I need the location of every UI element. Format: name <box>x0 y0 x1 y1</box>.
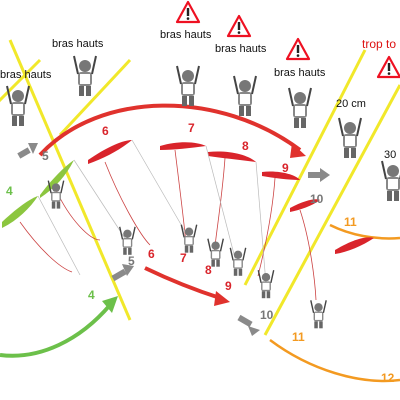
green-flow-arc <box>0 303 112 358</box>
label-distance-20: 20 cm <box>336 98 366 110</box>
pilot-figure-1 <box>73 55 97 97</box>
pilot-small-e <box>229 247 247 277</box>
step-7-bottom: 7 <box>180 251 187 265</box>
label-arms-up-0: bras hauts <box>0 69 52 81</box>
warning-triangle-icon <box>285 37 311 61</box>
label-distance-30: 30 <box>384 149 396 161</box>
pilot-figure-0 <box>6 85 30 127</box>
step-6-bottom: 6 <box>148 247 155 261</box>
step-10-top: 10 <box>310 192 324 206</box>
pilot-small-b <box>118 226 136 256</box>
pilot-figure-5 <box>338 117 362 159</box>
red-flow-arc-top <box>38 103 302 157</box>
label-arms-up-3: bras hauts <box>215 43 267 55</box>
step-4-top: 4 <box>6 184 13 198</box>
grey-lines <box>37 139 267 285</box>
orange-arc-upper <box>329 223 400 240</box>
pilot-figure-4 <box>288 87 312 129</box>
red-arrowhead-bottom <box>214 291 230 306</box>
pilot-small-f <box>257 269 275 299</box>
red-arrowhead-top <box>290 143 306 158</box>
step-11-top: 11 <box>344 215 357 229</box>
step-5-top: 5 <box>42 149 49 163</box>
label-arms-up-2: bras hauts <box>160 29 212 41</box>
grey-arrows <box>17 143 330 336</box>
wing-red-6 <box>88 140 132 164</box>
step-5-bottom: 5 <box>128 254 135 268</box>
wing-red-8 <box>208 151 256 162</box>
wing-red-9 <box>262 171 300 180</box>
pilot-figure-2 <box>176 65 200 107</box>
pilot-figure-6 <box>381 160 400 202</box>
step-9-bottom: 9 <box>225 279 232 293</box>
guide-line-a <box>0 58 42 103</box>
red-flow-arc-bottom <box>144 266 221 300</box>
guide-line-far <box>263 84 400 336</box>
label-arms-up-1: bras hauts <box>52 38 104 50</box>
pilot-figure-3 <box>233 75 257 117</box>
wing-green-4 <box>2 196 38 228</box>
guide-line-left <box>8 39 132 321</box>
step-7-top: 7 <box>188 121 195 135</box>
wing-red-7 <box>160 142 206 150</box>
label-too-far: trop to <box>362 37 396 51</box>
step-9-top: 9 <box>282 161 289 175</box>
step-12: 12 <box>381 371 395 385</box>
warning-triangle-icon <box>226 14 252 38</box>
pilot-small-g <box>310 299 327 329</box>
wing-red-10 <box>290 199 320 212</box>
step-10-bottom: 10 <box>260 308 274 322</box>
step-11-bottom: 11 <box>292 330 305 344</box>
step-8-bottom: 8 <box>205 263 212 277</box>
green-arrowhead <box>102 296 118 313</box>
orange-arc-lower <box>269 338 400 383</box>
step-4-bottom: 4 <box>88 288 95 302</box>
warning-triangle-icon <box>175 0 201 24</box>
guide-line-b <box>58 58 132 137</box>
wing-red-11 <box>335 237 374 254</box>
wing-green-5 <box>40 160 74 198</box>
step-8-top: 8 <box>242 139 249 153</box>
label-arms-up-4: bras hauts <box>274 67 326 79</box>
step-6-top: 6 <box>102 124 109 138</box>
warning-triangle-icon <box>376 55 400 79</box>
